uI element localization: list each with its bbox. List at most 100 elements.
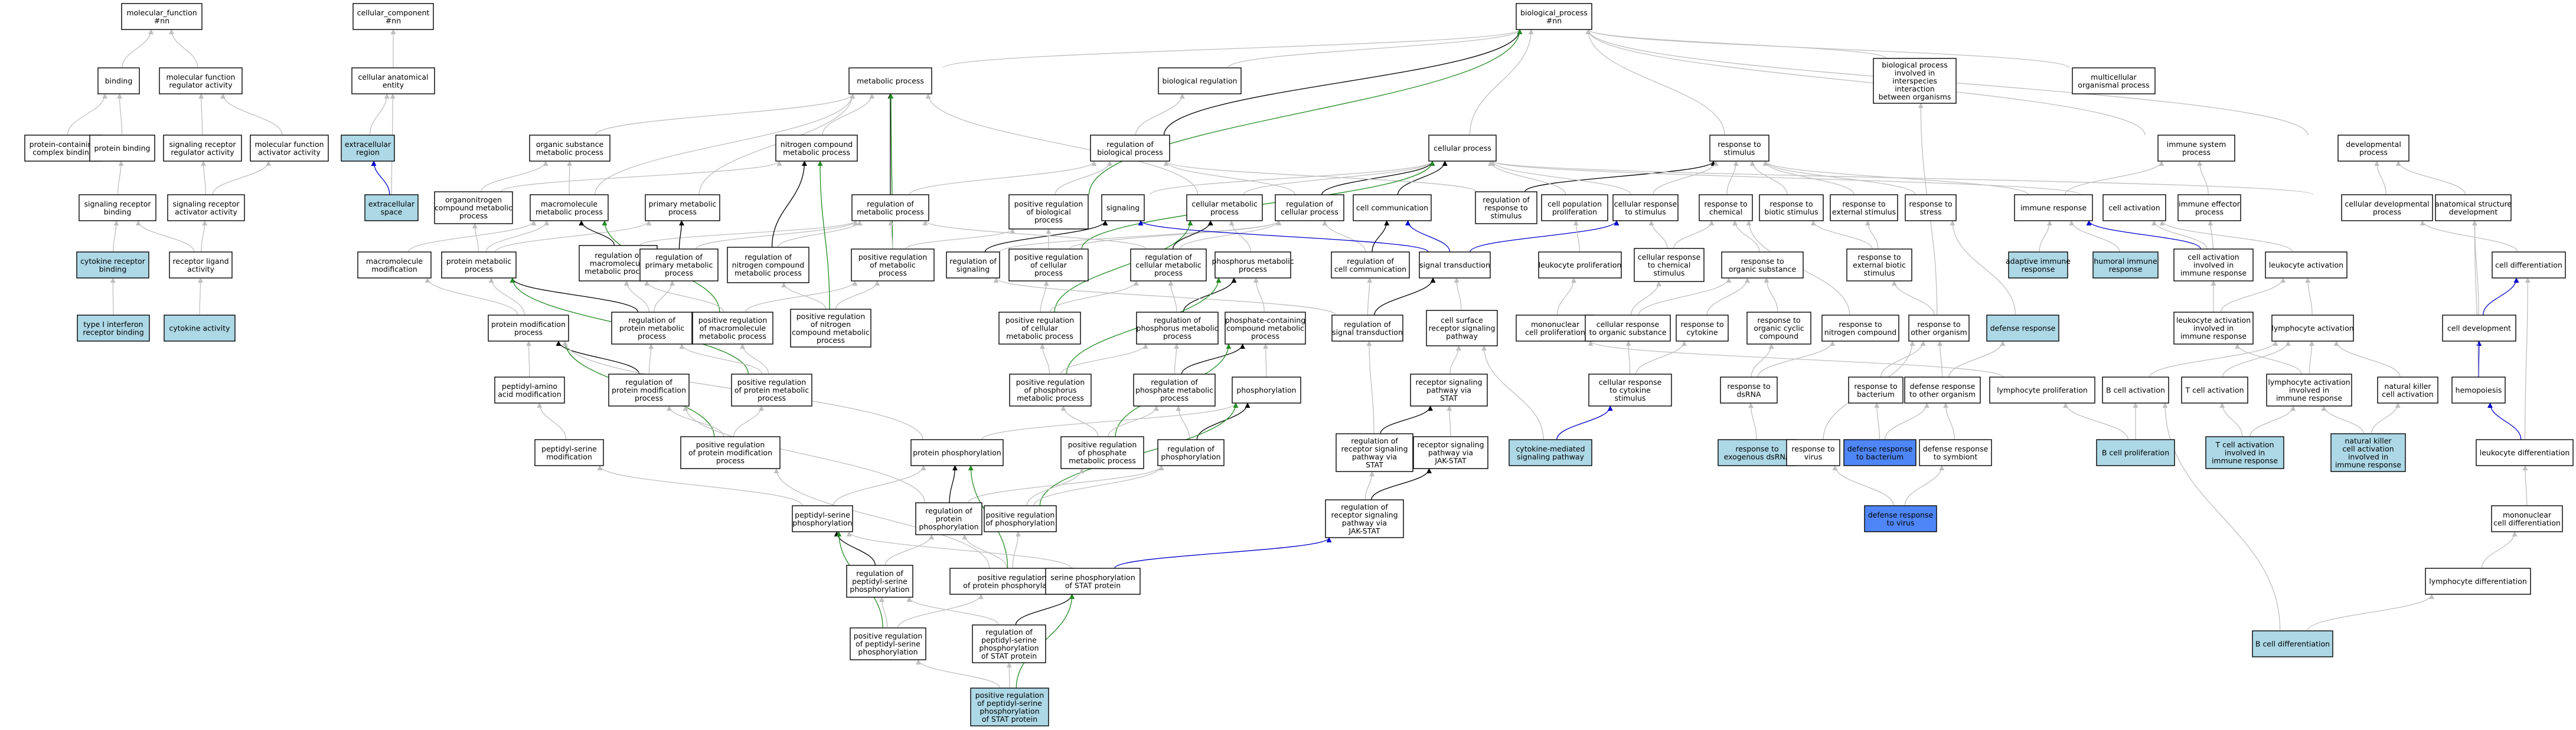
term-node-protbind[interactable]: protein binding bbox=[89, 135, 155, 162]
term-node-metproc[interactable]: metabolic process bbox=[848, 67, 932, 94]
term-node-regpserinephosstat[interactable]: regulation ofpeptidyl-serinephosphorylat… bbox=[972, 624, 1046, 663]
term-node-cc[interactable]: cellular_component#nn bbox=[352, 3, 434, 30]
term-node-cellcomm[interactable]: cell communication bbox=[1353, 194, 1432, 221]
term-node-bioreg[interactable]: biological regulation bbox=[1158, 67, 1242, 94]
term-node-leukdiff[interactable]: leukocyte differentiation bbox=[2476, 439, 2574, 466]
term-node-cytact[interactable]: cytokine activity bbox=[164, 315, 236, 342]
term-node-celldiff[interactable]: cell differentiation bbox=[2492, 251, 2566, 279]
term-node-bcelldiff[interactable]: B cell differentiation bbox=[2252, 630, 2333, 657]
term-node-bcellact[interactable]: B cell activation bbox=[2102, 377, 2169, 404]
term-node-cellproc[interactable]: cellular process bbox=[1428, 135, 1497, 162]
term-node-mf[interactable]: molecular_function#nn bbox=[121, 3, 203, 30]
term-node-bcellprolif[interactable]: B cell proliferation bbox=[2096, 439, 2175, 466]
term-node-protphos[interactable]: protein phosphorylation bbox=[910, 439, 1004, 466]
term-node-lymphact[interactable]: lymphocyte activation bbox=[2271, 315, 2354, 342]
term-node-leukprolif[interactable]: leukocyte proliferation bbox=[1538, 251, 1622, 279]
term-node-immresp[interactable]: immune response bbox=[2014, 194, 2093, 221]
term-node-hemopoiesis[interactable]: hemopoiesis bbox=[2451, 377, 2506, 404]
term-node-lymphdiff[interactable]: lymphocyte differentiation bbox=[2425, 568, 2531, 595]
term-node-leukact[interactable]: leukocyte activation bbox=[2265, 251, 2348, 279]
